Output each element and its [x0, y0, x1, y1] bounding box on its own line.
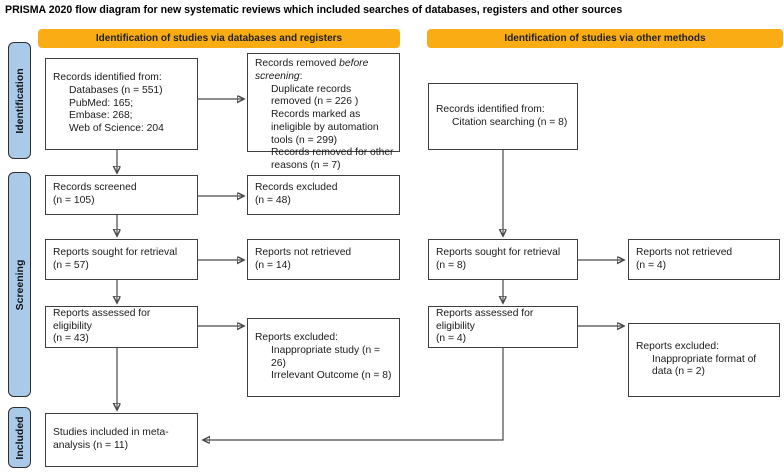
- box-records-screened: Records screened (n = 105): [45, 175, 198, 215]
- box-line: Records removed for other reasons (n = 7…: [271, 147, 394, 172]
- box-line: Duplicate records removed (n = 226 ): [271, 83, 359, 108]
- box-line: (n = 4): [636, 259, 667, 271]
- box-reports-not-retrieved-db: Reports not retrieved (n = 14): [247, 239, 400, 280]
- box-line: (n = 4): [436, 333, 467, 345]
- box-line: Records excluded: [255, 182, 338, 194]
- box-reports-excluded-other: Reports excluded: Inappropriate format o…: [628, 323, 780, 397]
- box-line: Records removed before screening:: [255, 58, 369, 82]
- box-studies-included: Studies included in meta- analysis (n = …: [45, 413, 198, 467]
- box-records-identified-other: Records identified from: Citation search…: [428, 83, 578, 150]
- box-line: Inappropriate study (n = 26): [271, 344, 381, 369]
- stage-included: Included: [8, 407, 31, 468]
- box-line: (n = 8): [436, 259, 467, 271]
- box-line: (n = 43): [53, 333, 89, 345]
- box-line: Citation searching (n = 8): [452, 116, 568, 128]
- box-line: (n = 14): [255, 259, 291, 271]
- box-line: Reports not retrieved: [255, 246, 352, 258]
- box-line: Reports sought for retrieval: [53, 246, 178, 258]
- box-line: Embase: 268;: [69, 110, 133, 122]
- stage-included-label: Included: [13, 415, 26, 460]
- box-line: Reports sought for retrieval: [436, 246, 561, 258]
- stage-screening: Screening: [8, 172, 31, 397]
- box-records-identified: Records identified from: Databases (n = …: [45, 58, 198, 150]
- box-reports-not-retrieved-other: Reports not retrieved (n = 4): [628, 239, 780, 280]
- box-reports-sought-other: Reports sought for retrieval (n = 8): [428, 239, 578, 280]
- box-line: (n = 105): [53, 195, 95, 206]
- stage-identification: Identification: [8, 42, 31, 159]
- box-line: Reports assessed for eligibility: [53, 307, 151, 332]
- box-line: Reports not retrieved: [636, 246, 733, 258]
- box-line: Web of Science: 204: [69, 123, 164, 135]
- stage-identification-label: Identification: [13, 67, 26, 134]
- box-line: PubMed: 165;: [69, 97, 134, 109]
- italic-text: before screening: [255, 58, 369, 82]
- page-title: PRISMA 2020 flow diagram for new systema…: [5, 4, 623, 16]
- box-reports-sought-db: Reports sought for retrieval (n = 57): [45, 239, 198, 280]
- box-line: Studies included in meta-: [53, 427, 169, 439]
- box-line: Inappropriate format of data (n = 2): [652, 353, 757, 378]
- box-line: (n = 57): [53, 259, 89, 271]
- box-line: analysis (n = 11): [53, 440, 129, 451]
- box-line: Records screened: [53, 182, 137, 194]
- box-line: Records identified from:: [436, 103, 545, 115]
- box-records-excluded: Records excluded (n = 48): [247, 175, 400, 215]
- box-line: Reports assessed for eligibility: [436, 307, 534, 332]
- box-reports-assessed-other: Reports assessed for eligibility (n = 4): [428, 306, 578, 348]
- box-line: Reports excluded:: [255, 331, 338, 343]
- box-line: Records identified from:: [53, 72, 162, 84]
- box-reports-assessed-db: Reports assessed for eligibility (n = 43…: [45, 306, 198, 348]
- stage-screening-label: Screening: [13, 259, 26, 310]
- box-line: Irrelevant Outcome (n = 8): [271, 370, 392, 382]
- box-line: Records marked as ineligible by automati…: [271, 109, 379, 146]
- box-line: Reports excluded:: [636, 340, 719, 352]
- box-line: Databases (n = 551): [69, 84, 163, 96]
- box-reports-excluded-db: Reports excluded: Inappropriate study (n…: [247, 318, 400, 397]
- box-line: (n = 48): [255, 195, 291, 206]
- box-records-removed: Records removed before screening: Duplic…: [247, 53, 400, 171]
- header-databases-registers: Identification of studies via databases …: [38, 29, 400, 48]
- header-other-methods: Identification of studies via other meth…: [427, 29, 783, 48]
